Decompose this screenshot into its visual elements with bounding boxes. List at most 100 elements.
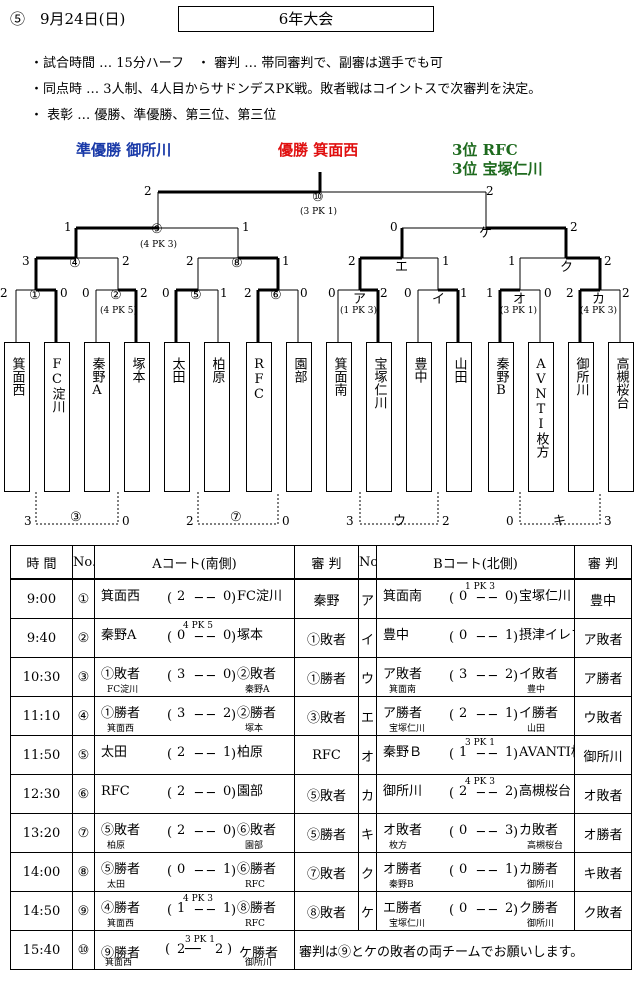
score-right: 1 [505,745,514,760]
bracket-label: (1 PK 3) [340,306,377,316]
match-cell: (──)秦野Ｂ11AVANTI枚方3 PK 1 [376,735,575,775]
bracket-label: 2 [186,254,194,268]
left-team: 御所川 [383,784,423,799]
bracket-label: 0 [328,286,336,300]
score-separator: ) [231,747,237,762]
score-separator: ─ [207,864,215,879]
score-separator: ─ [195,591,203,606]
score-separator: ─ [207,708,215,723]
bracket-label: 2 [566,286,574,300]
bracket-label: ⑩ [312,190,324,205]
score-left: 0 [459,823,468,838]
final-note: 審判は⑨とケの敗者の両チームでお願いします。 [294,930,632,970]
bracket-label: 2 [348,254,356,268]
left-sub: FC淀川 [107,685,139,695]
right-team: ⑧勝者 [237,901,277,916]
left-team: 箕面南 [383,589,423,604]
bracket-label: (3 PK 1) [500,306,537,316]
left-team: オ勝者 [383,862,423,877]
score-separator: ─ [477,786,485,801]
referee: ⑦敗者 [294,852,359,892]
score-right: 0 [223,823,232,838]
bracket-label: 0 [390,220,398,234]
score-separator: ─ [195,825,203,840]
score-separator: ─ [477,591,485,606]
score-left: 2 [177,589,186,604]
bracket-label: 2 [380,286,388,300]
pk-note: 4 PK 3 [183,894,213,904]
score-left: 2 [177,823,186,838]
score-right: 2 [215,942,224,957]
third-place-label: 3位 RFC [452,141,518,159]
score-left: 0 [459,589,468,604]
score-left: 1 [177,901,186,916]
pk-note: 1 PK 3 [465,582,495,592]
bracket-label: 2 [442,514,450,528]
right-sub: 塚本 [245,724,264,734]
bracket-label: 2 [604,254,612,268]
team-box: 箕面南 [326,342,352,492]
team-box: 柏原 [204,342,230,492]
score-separator: ( [449,747,455,762]
left-team: ⑤勝者 [101,862,141,877]
score-right: 0 [223,628,232,643]
team-box: 高槻桜台 [608,342,634,492]
score-left: 0 [459,901,468,916]
score-right: 1 [505,628,514,643]
team-box: 箕面西 [4,342,30,492]
right-team: 園部 [237,784,264,799]
bracket-label: 2 [486,184,494,198]
left-team: エ勝者 [383,901,423,916]
champion-label: 優勝 箕面西 [278,141,359,159]
score-separator: ) [231,669,237,684]
score-separator: ─ [207,747,215,762]
score-left: 0 [177,862,186,877]
bracket-label: キ [553,514,567,529]
bracket-label: 1 [460,286,468,300]
right-team: 塚本 [237,628,264,643]
referee: ア勝者 [574,657,632,697]
left-team: オ敗者 [383,823,423,838]
header-no: No. [358,545,377,580]
bracket-label: エ [395,260,409,275]
team-box: 園部 [286,342,312,492]
referee: 秦野 [294,578,359,619]
match-no: ⑥ [72,774,95,814]
score-separator: ( [449,669,455,684]
bracket-label: (4 PK 3) [140,240,177,250]
team-box: 太田 [164,342,190,492]
match-cell: ⑨勝者 ( 2 3 PK 1 ── 2 ) ケ勝者 箕面西 御所川 [94,930,295,970]
bracket-label: ク [560,260,574,275]
score-separator: ─ [195,786,203,801]
referee: オ敗者 [574,774,632,814]
match-time: 15:40 [10,930,73,970]
score-separator: ( [167,825,173,840]
match-time: 12:30 [10,774,73,814]
left-sub: 箕面南 [389,685,417,695]
bracket-label: 3 [346,514,354,528]
header-referee: 審 判 [574,545,632,580]
score-right: 0 [223,784,232,799]
score-separator: ( [167,786,173,801]
team-box: 秦野A [84,342,110,492]
score-separator: ) [513,591,519,606]
tournament-bracket [15,172,621,525]
score-separator: ─ [477,669,485,684]
left-team: ⑤敗者 [101,823,141,838]
bracket-label: オ [513,292,527,307]
score-separator: ─ [207,825,215,840]
bracket-label: 0 [122,514,130,528]
score-separator: ( [449,591,455,606]
score-separator: ( [167,903,173,918]
pk-note: 3 PK 1 [465,738,495,748]
left-team: ア勝者 [383,706,423,721]
bracket-label: 0 [506,514,514,528]
